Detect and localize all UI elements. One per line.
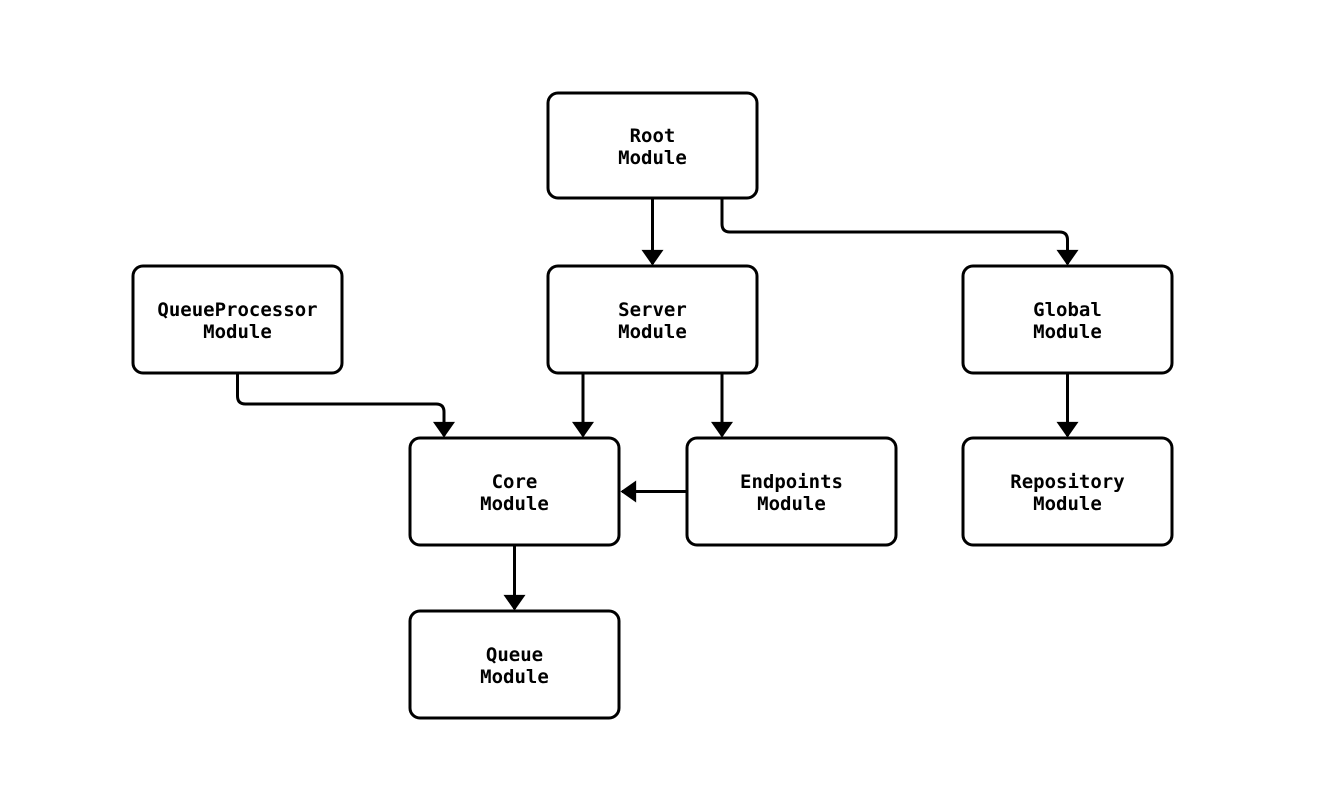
node-server-module-label-line2: Module	[618, 321, 687, 343]
node-core-module-box	[408, 436, 621, 547]
node-global-module-label-line2: Module	[1033, 321, 1102, 343]
node-endpoints-module-label-line2: Module	[757, 493, 826, 515]
edge-queueprocessor-to-core	[236, 373, 455, 438]
node-repository-module-label-line2: Module	[1033, 493, 1102, 515]
node-queueprocessor-module-label-line1: QueueProcessor	[157, 299, 317, 321]
node-server-module-label-line1: Server	[618, 299, 687, 321]
node-root-module-label-line2: Module	[618, 147, 687, 169]
node-queue-module-label-line2: Module	[480, 666, 549, 688]
node-global-module-box	[961, 264, 1174, 375]
node-queueprocessor-module-box	[131, 264, 344, 375]
node-root-module-box	[546, 91, 759, 200]
node-global-module-label-line1: Global	[1033, 299, 1102, 321]
edges-layer	[236, 198, 1079, 611]
node-repository-module: Repository Module	[961, 436, 1174, 547]
node-root-module: Root Module	[546, 91, 759, 200]
node-queue-module-label-line1: Queue	[486, 644, 543, 666]
node-endpoints-module: Endpoints Module	[685, 436, 898, 547]
node-repository-module-box	[961, 436, 1174, 547]
node-server-module: Server Module	[546, 264, 759, 375]
node-core-module-label-line1: Core	[492, 471, 538, 493]
node-queue-module-box	[408, 609, 621, 720]
node-root-module-label-line1: Root	[630, 125, 676, 147]
node-global-module: Global Module	[961, 264, 1174, 375]
node-core-module-label-line2: Module	[480, 493, 549, 515]
node-server-module-box	[546, 264, 759, 375]
node-queue-module: Queue Module	[408, 609, 621, 720]
node-queueprocessor-module-label-line2: Module	[203, 321, 272, 343]
edge-root-to-global	[720, 198, 1079, 266]
node-repository-module-label-line1: Repository	[1010, 471, 1124, 493]
node-endpoints-module-box	[685, 436, 898, 547]
node-core-module: Core Module	[408, 436, 621, 547]
node-endpoints-module-label-line1: Endpoints	[740, 471, 843, 493]
node-queueprocessor-module: QueueProcessor Module	[131, 264, 344, 375]
